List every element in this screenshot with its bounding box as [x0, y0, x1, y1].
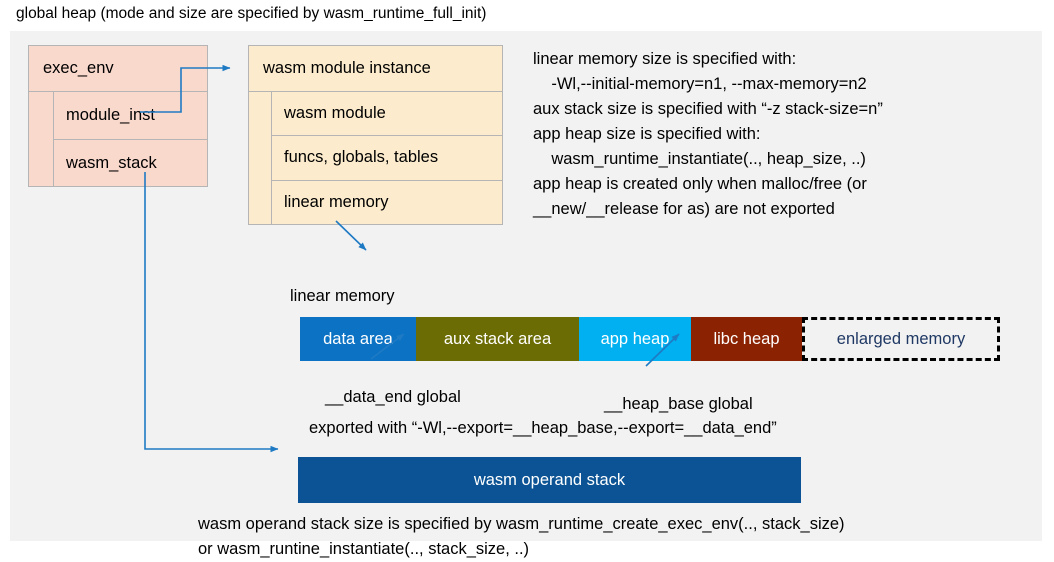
exec-env-field-wasm-stack: wasm_stack [66, 153, 157, 172]
module-instance-field-wasm-module: wasm module [272, 92, 502, 137]
exec-env-gutter [29, 92, 54, 187]
memory-segment-data-area: data area [300, 317, 416, 361]
wasm-module-instance-box: wasm module instance wasm module funcs, … [248, 45, 503, 225]
exec-env-field-module-inst: module_inst [54, 92, 207, 140]
module-instance-field-funcs-globals-tables: funcs, globals, tables [272, 136, 502, 181]
exec-env-rows: module_inst wasm_stack [54, 92, 207, 187]
module-instance-rows: wasm module funcs, globals, tables linea… [272, 92, 502, 225]
module-instance-header: wasm module instance [249, 46, 502, 92]
page-title: global heap (mode and size are specified… [16, 5, 487, 22]
heap-base-global-label: __heap_base global [604, 395, 753, 413]
module-instance-body: wasm module funcs, globals, tables linea… [249, 92, 502, 225]
exec-env-header: exec_env [29, 46, 207, 92]
memory-segment-enlarged-memory: enlarged memory [802, 317, 1000, 361]
linear-memory-caption: linear memory [290, 287, 395, 305]
exec-env-body: module_inst wasm_stack [29, 92, 207, 187]
data-end-global-label: __data_end global [325, 388, 461, 406]
wasm-operand-stack-box: wasm operand stack [298, 457, 801, 503]
memory-segment-libc-heap: libc heap [691, 317, 802, 361]
memory-segment-aux-stack-area: aux stack area [416, 317, 579, 361]
exported-with-label: exported with “-Wl,--export=__heap_base,… [309, 419, 777, 437]
memory-segment-app-heap: app heap [579, 317, 691, 361]
sizing-notes: linear memory size is specified with: -W… [533, 50, 883, 218]
operand-stack-note: wasm operand stack size is specified by … [198, 515, 845, 558]
module-instance-field-linear-memory: linear memory [284, 193, 389, 212]
exec-env-box: exec_env module_inst wasm_stack [28, 45, 208, 187]
diagram-canvas: exec_env module_inst wasm_stack wasm mod… [10, 31, 1042, 558]
module-instance-gutter [249, 92, 272, 225]
